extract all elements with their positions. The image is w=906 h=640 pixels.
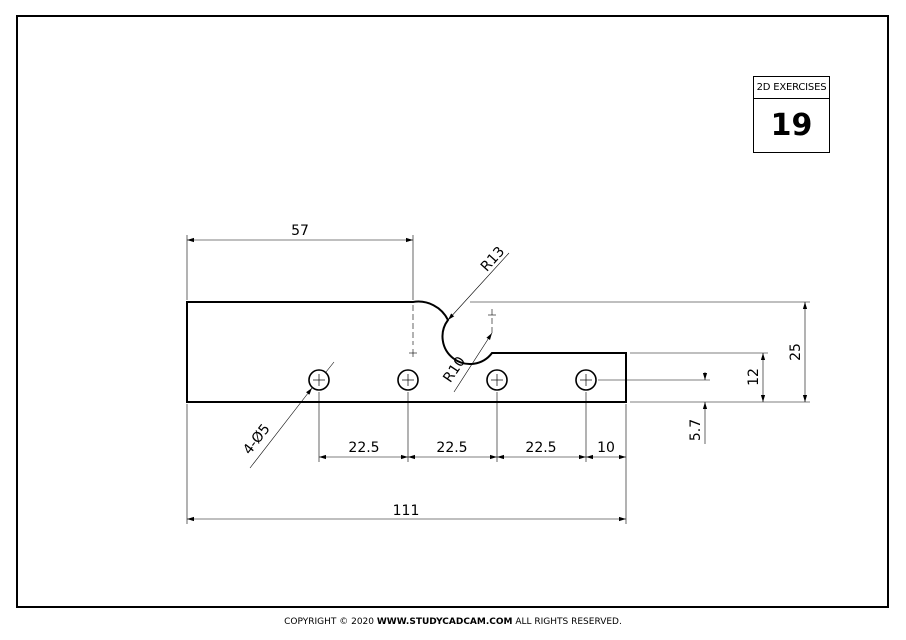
exercise-number: 19	[770, 108, 813, 143]
footer-suffix: ALL RIGHTS RESERVED.	[512, 617, 622, 627]
dim-22-5-c: 22.5	[525, 440, 556, 456]
dim-r13: R13	[478, 244, 508, 275]
footer-site: WWW.STUDYCADCAM.COM	[376, 617, 513, 627]
title-block: 2D EXERCISES 19	[753, 76, 830, 153]
dim-5-7: 5.7	[688, 419, 704, 441]
holes	[308, 369, 597, 391]
hole-3	[486, 369, 508, 391]
dim-111: 111	[393, 503, 420, 519]
dim-25: 25	[788, 343, 804, 361]
footer-prefix: COPYRIGHT © 2020	[284, 617, 377, 627]
fillet-center-marks	[409, 305, 496, 357]
hole-2	[397, 369, 419, 391]
dim-22-5-b: 22.5	[436, 440, 467, 456]
copyright-footer: COPYRIGHT © 2020 WWW.STUDYCADCAM.COM ALL…	[0, 617, 906, 627]
dimension-lines	[186, 235, 810, 524]
dim-57: 57	[291, 223, 309, 239]
dim-22-5-a: 22.5	[348, 440, 379, 456]
title-block-label: 2D EXERCISES	[754, 77, 829, 99]
dim-10: 10	[597, 440, 615, 456]
hole-1	[308, 369, 330, 391]
part-outline	[186, 300, 627, 403]
dim-holes-callout: 4-Ø5	[240, 421, 273, 458]
dim-12: 12	[746, 368, 762, 386]
drawing-border	[16, 15, 889, 608]
dim-r10: R10	[440, 354, 469, 386]
hole-4	[575, 369, 597, 391]
